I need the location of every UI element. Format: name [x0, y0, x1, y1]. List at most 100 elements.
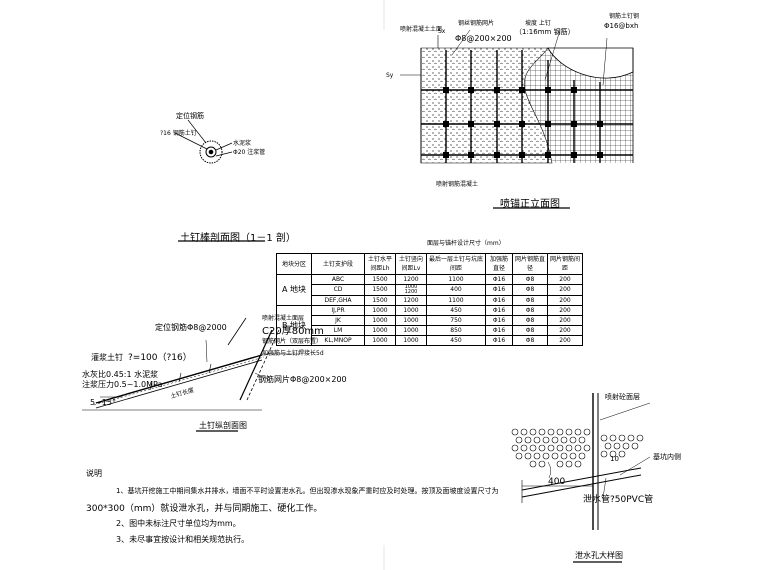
notes-line-2: 2、图中未标注尺寸单位均为mm。: [116, 519, 241, 528]
table-cell: 200: [547, 284, 583, 296]
table-cell: 1500: [364, 284, 396, 296]
table-cell: Φ16: [485, 305, 513, 316]
table-cell: DEF,GHA: [311, 295, 365, 306]
drain-soil-label: 基坑内侧: [653, 453, 681, 461]
table-cell: 1000 1200: [395, 284, 427, 296]
th-mesh-spacing: 网片钢筋间距: [547, 253, 583, 275]
drain-pipe-label: 泄水管?50PVC管: [583, 495, 654, 505]
table-cell: Φ16: [485, 325, 513, 336]
section-ratio-label: 水灰比0.45:1 水泥浆: [82, 370, 159, 379]
table-row: A 地块 ABC 1500 1200 1100 Φ16 Φ8 200: [276, 274, 583, 306]
table-cell: 450: [426, 305, 486, 316]
table-cell: CD: [311, 284, 365, 296]
th-strong-bar: 加强筋直径: [485, 253, 513, 275]
table-cell: Φ8: [512, 325, 548, 336]
table-cell: Φ8: [512, 295, 548, 306]
table-cell: 1100: [426, 295, 486, 306]
table-cell: 1000: [395, 325, 427, 336]
table-cell: Φ16: [485, 284, 513, 296]
section-pressure-label: 注浆压力0.5~1.0MPa: [82, 380, 163, 389]
table-cell: 1000: [395, 335, 427, 346]
front-top-label: 喷射混凝土土面: [400, 26, 443, 33]
table-cell: 750: [426, 315, 486, 326]
detail-grout-label: 水泥浆: [233, 140, 252, 147]
table-cell: 400: [426, 284, 486, 296]
drain-length-label: 400: [548, 477, 566, 487]
notes-line-1b: 300*300（mm）就设泄水孔，并与同期施工、硬化工作。: [86, 504, 323, 514]
table-cell: 1100: [426, 274, 486, 285]
front-mesh-label: 钢丝钢筋网片: [458, 20, 495, 27]
table-row: KL,MNOP 1000 1000 450 Φ16 Φ8 200: [277, 335, 583, 346]
section-nail-len: ?=100（?16）: [128, 353, 192, 363]
front-bottom-label: 喷射钢筋混凝土: [436, 181, 479, 188]
table-cell: Φ16: [485, 295, 513, 306]
th-h-spacing: 土钉水平间距Lh: [364, 253, 396, 275]
th-zone: 地块分区: [276, 253, 312, 275]
table-row: CD 1500 1000 1200 400 Φ16 Φ8 200: [277, 284, 583, 296]
table-cell: Φ8: [512, 274, 548, 285]
detail-pipe-label: Φ20 注浆管: [233, 149, 266, 156]
detail-steel-label: 定位钢筋: [176, 112, 204, 120]
notes-heading: 说明: [86, 469, 102, 478]
front-title: 喷锚正立面图: [500, 199, 560, 210]
table-cell: 1000: [364, 305, 396, 316]
table-cell: 1000: [364, 315, 396, 326]
front-mesh-spec: Φ8@200×200: [455, 34, 512, 43]
drain-layer-label: 喷射砼面层: [605, 393, 640, 401]
drain-hole-detail: [511, 393, 651, 530]
table-cell: 1000: [364, 325, 396, 336]
th-segment: 土钉支护段: [311, 253, 365, 275]
front-elevation: [400, 29, 634, 164]
table-cell: 200: [547, 325, 583, 336]
front-nail-spec: Φ16@bxh: [604, 22, 639, 30]
table-cell: 1500: [364, 274, 396, 285]
table-cell: 200: [547, 335, 583, 346]
th-mesh-dia: 网片钢筋直径: [512, 253, 548, 275]
table-row: LM 1000 1000 850 Φ16 Φ8 200: [277, 325, 583, 336]
front-sy-label: Sy: [386, 72, 394, 79]
zone-b-cell: B 地块: [276, 305, 312, 346]
table-cell: KL,MNOP: [311, 335, 365, 346]
table-cell: IJ,PR: [311, 305, 365, 316]
notes-line-1: 1、基坑开挖施工中期间集水井排水，墙面不平时设置泄水孔。但出现渗水现象严重时应及…: [116, 487, 499, 495]
front-sx-label: Sx: [438, 28, 446, 35]
zone-a-cell: A 地块: [276, 274, 312, 306]
detail-title: 土钉棒剖面图（1－1 剖）: [180, 233, 296, 244]
table-cell: Φ8: [512, 335, 548, 346]
longitudinal-section: [82, 317, 300, 411]
table-cell: 200: [547, 305, 583, 316]
th-bottom-gap: 最后一层土钉与坑底间距: [426, 253, 486, 275]
table-cell: 200: [547, 315, 583, 326]
table-cell: JK: [311, 315, 365, 326]
section-title: 土钉纵剖面图: [199, 421, 247, 430]
section-angle-label: 5~15°: [90, 398, 116, 407]
table-cell: Φ8: [512, 305, 548, 316]
spec-table: 地块分区 土钉支护段 土钉水平间距Lh 土钉竖向间距Lv 最后一层土钉与坑底间距…: [276, 253, 583, 346]
table-cell: 1200: [395, 274, 427, 285]
front-slope-label: 坡度 上钉: [525, 20, 551, 27]
table-row: B 地块 IJ,PR 1000 1000 450 Φ16 Φ8 200: [276, 305, 583, 346]
notes-line-3: 3、未尽事宜按设计和相关规范执行。: [116, 535, 250, 544]
table-row: JK 1000 1000 750 Φ16 Φ8 200: [277, 315, 583, 326]
table-cell: LM: [311, 325, 365, 336]
th-v-spacing: 土钉竖向间距Lv: [395, 253, 427, 275]
nail-section-detail: [174, 119, 233, 164]
table-title: 面层与锚杆设计尺寸（mm）: [427, 240, 505, 247]
table-cell: Φ8: [512, 284, 548, 296]
table-cell: 1000: [364, 335, 396, 346]
table-cell: 200: [547, 274, 583, 285]
table-cell: ABC: [311, 274, 365, 285]
front-nail-head-label: 钢筋土钉钢: [609, 13, 640, 20]
section-mesh-spec: 钢筋网片Φ8@200×200: [258, 375, 347, 384]
table-row: DEF,GHA 1500 1200 1100 Φ16 Φ8 200: [277, 295, 583, 306]
table-cell: 1000: [395, 315, 427, 326]
table-cell: 450: [426, 335, 486, 346]
table-cell: Φ8: [512, 315, 548, 326]
table-cell: Φ16: [485, 274, 513, 285]
detail-nail-label: ?16 钢筋土钉: [160, 130, 197, 137]
table-cell: 850: [426, 325, 486, 336]
table-header-row: 地块分区 土钉支护段 土钉水平间距Lh 土钉竖向间距Lv 最后一层土钉与坑底间距…: [276, 253, 583, 275]
drain-title: 泄水孔大样图: [575, 551, 623, 560]
front-slope-ratio: （1:16mm 钢筋）: [515, 28, 575, 36]
